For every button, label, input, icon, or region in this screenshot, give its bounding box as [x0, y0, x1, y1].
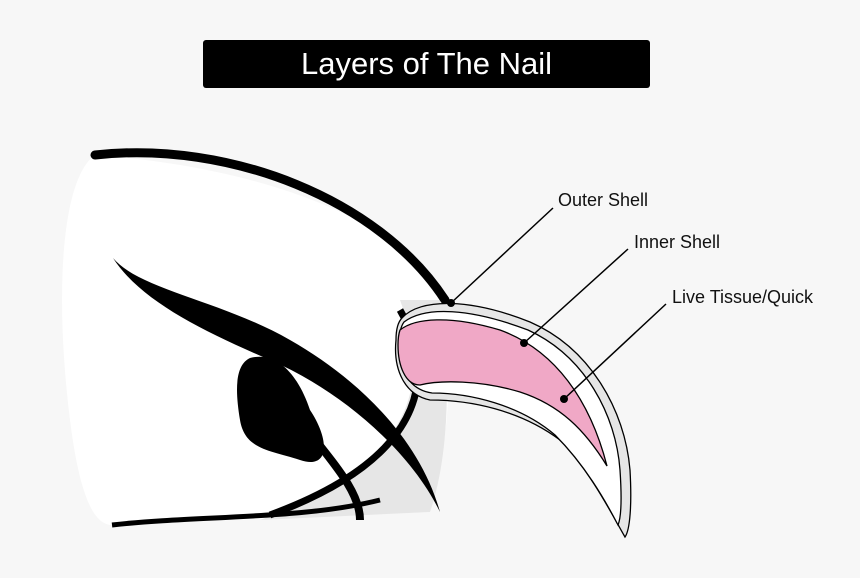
- outer-shell-label: Outer Shell: [558, 190, 649, 210]
- quick-label: Live Tissue/Quick: [672, 287, 814, 307]
- quick: [397, 319, 608, 467]
- outer-shell-dot: [447, 299, 455, 307]
- toe-crease: [113, 258, 440, 512]
- inner-shell-leader: [523, 248, 629, 344]
- quick-leader: [563, 303, 667, 400]
- paw-outline-bottom: [111, 497, 381, 528]
- toe-line: [296, 417, 364, 521]
- inner-shell-label: Inner Shell: [634, 232, 721, 252]
- paw-shadow: [260, 300, 447, 520]
- quick-dot: [560, 395, 568, 403]
- toe-pad: [237, 356, 324, 462]
- inner-shell-dot: [520, 339, 528, 347]
- diagram-title: Layers of The Nail: [203, 40, 650, 88]
- outer-shell-leader: [450, 207, 554, 304]
- paw-outline-top: [90, 148, 450, 305]
